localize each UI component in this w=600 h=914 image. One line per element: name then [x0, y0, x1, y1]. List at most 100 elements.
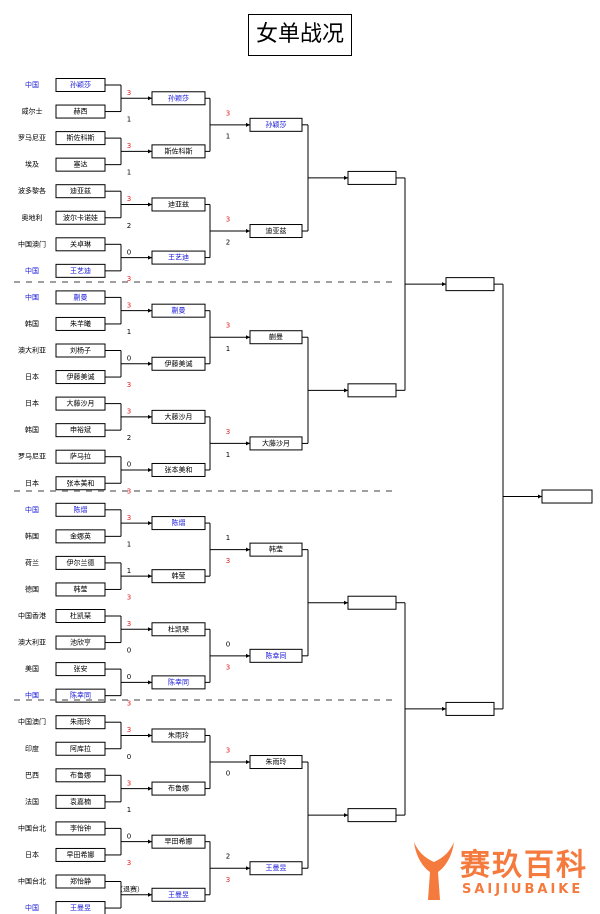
arrow-head — [246, 547, 250, 552]
player-name: 陈熠 — [74, 505, 88, 514]
player-name: 陈幸同 — [266, 651, 287, 660]
player-name: 韩莹 — [74, 584, 88, 593]
arrow-head — [344, 175, 348, 180]
player-name: 蒯曼 — [172, 306, 186, 315]
arrow-head — [246, 441, 250, 446]
player-country: 韩国 — [25, 531, 39, 540]
player-country: 中国 — [25, 505, 39, 514]
match-score: 0 — [226, 640, 230, 648]
player-country: 中国 — [25, 691, 39, 700]
player-name: 韩莹 — [172, 571, 186, 580]
player-country: 澳大利亚 — [18, 638, 46, 647]
player-name: 陈幸同 — [70, 691, 91, 700]
arrow-head — [148, 574, 152, 579]
arrow-head — [148, 255, 152, 260]
arrow-head — [148, 149, 152, 154]
player-country: 日本 — [25, 372, 39, 381]
match-score: 1 — [127, 567, 131, 575]
player-name: 阿库拉 — [70, 744, 91, 753]
player-name: 大藤沙月 — [67, 399, 95, 408]
arrow-head — [148, 308, 152, 313]
empty-result-box — [347, 170, 397, 185]
player-name: 迪亚兹 — [168, 199, 189, 208]
arrow-head — [148, 414, 152, 419]
match-score: 3 — [127, 700, 131, 708]
player-name: 蒯曼 — [74, 292, 88, 301]
match-score: 1 — [226, 451, 230, 459]
player-country: 印度 — [25, 744, 39, 753]
match-score: 0 — [127, 832, 131, 840]
player-country: 德国 — [25, 584, 39, 593]
match-score: 0 — [127, 248, 131, 256]
match-score: 3 — [127, 142, 131, 150]
player-country: 美国 — [25, 664, 39, 673]
player-name: 斯佐科斯 — [67, 133, 95, 142]
player-country: 中国台北 — [18, 877, 46, 886]
arrow-head — [442, 282, 446, 287]
arrow-head — [344, 388, 348, 393]
match-score: 0 — [127, 355, 131, 363]
match-score: 1 — [226, 345, 230, 353]
match-score: 3 — [127, 726, 131, 734]
player-name: 张安 — [74, 664, 88, 673]
match-score: 3 — [127, 487, 131, 495]
arrow-head — [442, 706, 446, 711]
player-name: 孙颖莎 — [168, 93, 189, 102]
arrow-head — [344, 600, 348, 605]
match-score: 0 — [127, 647, 131, 655]
player-name: 朱雨玲 — [266, 757, 287, 766]
arrow-head — [148, 839, 152, 844]
player-country: 日本 — [25, 478, 39, 487]
arrow-head — [246, 229, 250, 234]
empty-result-box — [347, 595, 397, 610]
player-name: 布鲁娜 — [168, 784, 189, 793]
player-name: 王艺迪 — [168, 253, 189, 262]
player-name: 郑怡静 — [70, 877, 91, 886]
player-name: 早田希娜 — [67, 850, 95, 859]
arrow-head — [246, 335, 250, 340]
player-name: 朱雨玲 — [70, 717, 91, 726]
player-country: 荷兰 — [25, 558, 39, 567]
player-name: 布鲁娜 — [70, 770, 91, 779]
player-name: 伊藤美诚 — [165, 359, 193, 368]
player-name: 张本美和 — [165, 465, 193, 474]
match-score: （退赛） — [116, 885, 144, 894]
match-score: 3 — [127, 301, 131, 309]
player-name: 申裕斌 — [70, 425, 91, 434]
arrow-head — [538, 494, 542, 499]
player-country: 波多黎各 — [18, 186, 46, 195]
match-score: 3 — [226, 876, 230, 884]
arrow-head — [148, 786, 152, 791]
player-country: 中国台北 — [18, 823, 46, 832]
player-country: 中国香港 — [18, 611, 46, 620]
player-country: 巴西 — [25, 771, 39, 779]
player-name: 张本美和 — [67, 478, 95, 487]
arrow-head — [246, 653, 250, 658]
player-name: 蒯曼 — [269, 332, 283, 341]
player-country: 韩国 — [25, 319, 39, 328]
player-name: 陈幸同 — [168, 677, 189, 686]
match-score: 3 — [127, 195, 131, 203]
empty-result-box — [445, 277, 495, 292]
watermark-text-cn: 赛玖百科 — [460, 848, 588, 883]
arrow-head — [246, 122, 250, 127]
player-name: 王曼昱 — [70, 904, 91, 912]
match-score: 1 — [226, 132, 230, 140]
player-name: 王曼昱 — [168, 891, 189, 899]
player-name: 赫西 — [74, 108, 88, 116]
match-score: 0 — [226, 770, 230, 778]
watermark-logo: 赛玖百科 SAIJIUBAIKE — [410, 836, 600, 906]
match-score: 3 — [226, 109, 230, 117]
player-name: 伊藤美诚 — [67, 372, 95, 381]
match-score: 1 — [127, 540, 131, 548]
match-score: 0 — [127, 461, 131, 469]
player-country: 埃及 — [25, 160, 39, 169]
arrow-head — [344, 813, 348, 818]
arrow-head — [246, 760, 250, 765]
player-name: 斯佐科斯 — [165, 146, 193, 155]
match-score: 1 — [127, 328, 131, 336]
match-score: 3 — [127, 381, 131, 389]
player-name: 朱雨玲 — [168, 730, 189, 739]
arrow-head — [148, 733, 152, 738]
